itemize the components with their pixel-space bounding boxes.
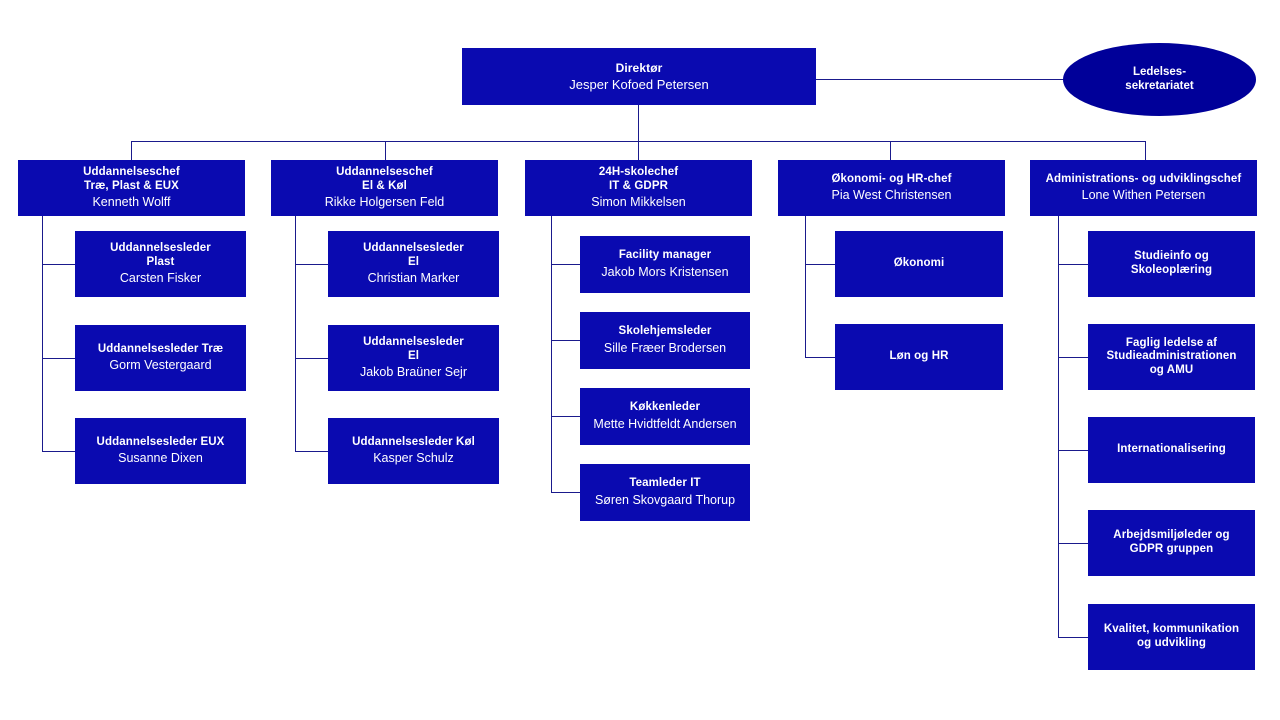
- node-arbejdsmiljoleder-og-gdpr-gruppen[interactable]: Arbejdsmiljøleder og GDPR gruppen: [1088, 510, 1255, 576]
- node-uddannelseschef-trae-plast-eux[interactable]: Uddannelseschef Træ, Plast & EUX Kenneth…: [18, 160, 245, 216]
- node-internationalisering[interactable]: Internationalisering: [1088, 417, 1255, 483]
- node-kokkenleder[interactable]: Køkkenleder Mette Hvidtfeldt Andersen: [580, 388, 750, 445]
- node-person: Christian Marker: [367, 271, 460, 286]
- node-uddannelsesleder-plast[interactable]: Uddannelsesleder Plast Carsten Fisker: [75, 231, 246, 297]
- node-studieinfo-og-skoleoplaering[interactable]: Studieinfo og Skoleoplæring: [1088, 231, 1255, 297]
- connector-stub-col-2-child-2: [551, 416, 580, 417]
- ellipse-label: Ledelses- sekretariatet: [1125, 65, 1194, 92]
- node-person: Jakob Mors Kristensen: [601, 264, 729, 279]
- connector-stub-col-0-child-1: [42, 358, 75, 359]
- node-title: Administrations- og udviklingschef: [1045, 172, 1242, 185]
- node-kvalitet-kommunikation-og-udvikling[interactable]: Kvalitet, kommunikation og udvikling: [1088, 604, 1255, 670]
- node-person: Jesper Kofoed Petersen: [569, 76, 709, 92]
- connector-stub-col-1-child-0: [295, 264, 328, 265]
- node-person: Pia West Christensen: [831, 188, 952, 203]
- connector-drop-col-2: [638, 141, 639, 161]
- node-title: Teamleder IT: [629, 477, 701, 490]
- node-administrations-og-udviklingschef[interactable]: Administrations- og udviklingschef Lone …: [1030, 160, 1257, 216]
- connector-drop-col-1: [385, 141, 386, 161]
- node-person: Carsten Fisker: [119, 271, 202, 286]
- node-title: Skolehjemsleder: [618, 325, 712, 338]
- node-title: Faglig ledelse af Studieadministrationen…: [1106, 336, 1237, 376]
- node-title: Køkkenleder: [629, 401, 701, 414]
- node-person: Mette Hvidtfeldt Andersen: [593, 416, 737, 431]
- node-person: Kasper Schulz: [373, 451, 454, 466]
- connector-stub-col-4-child-2: [1058, 450, 1088, 451]
- connector-stub-col-2-child-1: [551, 340, 580, 341]
- node-title: Uddannelsesleder Plast: [110, 242, 211, 268]
- node-uddannelsesleder-kol[interactable]: Uddannelsesleder Køl Kasper Schulz: [328, 418, 499, 484]
- node-title: Uddannelseschef Træ, Plast & EUX: [83, 166, 180, 192]
- connector-spine-col-1: [295, 216, 296, 451]
- node-title: Uddannelseschef El & Køl: [336, 166, 433, 192]
- node-title: Uddannelsesleder Træ: [97, 342, 224, 355]
- node-title: Arbejdsmiljøleder og GDPR gruppen: [1113, 529, 1230, 555]
- node-person: Søren Skovgaard Thorup: [594, 492, 736, 507]
- node-uddannelsesleder-el-1[interactable]: Uddannelsesleder El Christian Marker: [328, 231, 499, 297]
- connector-root-stem: [638, 105, 639, 142]
- node-title: Internationalisering: [1117, 443, 1226, 456]
- node-title: Facility manager: [618, 249, 712, 262]
- node-uddannelsesleder-el-2[interactable]: Uddannelsesleder El Jakob Braüner Sejr: [328, 325, 499, 391]
- node-faglig-ledelse-studieadministrationen-amu[interactable]: Faglig ledelse af Studieadministrationen…: [1088, 324, 1255, 390]
- node-person: Sille Fræer Brodersen: [603, 340, 727, 355]
- connector-spine-col-4: [1058, 216, 1059, 637]
- node-title: Økonomi: [893, 257, 945, 270]
- node-person: Lone Withen Petersen: [1081, 188, 1206, 203]
- connector-stub-col-3-child-1: [805, 357, 835, 358]
- connector-stub-col-2-child-0: [551, 264, 580, 265]
- connector-spine-col-3: [805, 216, 806, 357]
- node-facility-manager[interactable]: Facility manager Jakob Mors Kristensen: [580, 236, 750, 293]
- connector-root-to-staff: [816, 79, 1064, 80]
- node-person: Jakob Braüner Sejr: [359, 365, 467, 380]
- node-person: Simon Mikkelsen: [591, 195, 686, 210]
- connector-stub-col-0-child-2: [42, 451, 75, 452]
- node-title: Uddannelsesleder Køl: [352, 435, 475, 448]
- node-person: Kenneth Wolff: [92, 195, 171, 210]
- connector-drop-col-4: [1145, 141, 1146, 161]
- connector-stub-col-4-child-4: [1058, 637, 1088, 638]
- node-title: Uddannelsesleder EUX: [96, 435, 225, 448]
- node-title: Kvalitet, kommunikation og udvikling: [1103, 623, 1240, 649]
- node-direktor[interactable]: Direktør Jesper Kofoed Petersen: [462, 48, 816, 105]
- connector-stub-col-1-child-2: [295, 451, 328, 452]
- node-title: Løn og HR: [889, 350, 949, 363]
- connector-stub-col-4-child-0: [1058, 264, 1088, 265]
- node-uddannelsesleder-eux[interactable]: Uddannelsesleder EUX Susanne Dixen: [75, 418, 246, 484]
- node-title: Økonomi- og HR-chef: [831, 172, 952, 185]
- node-skolehjemsleder[interactable]: Skolehjemsleder Sille Fræer Brodersen: [580, 312, 750, 369]
- node-title: 24H-skolechef IT & GDPR: [598, 166, 679, 192]
- node-lon-og-hr[interactable]: Løn og HR: [835, 324, 1003, 390]
- connector-stub-col-3-child-0: [805, 264, 835, 265]
- node-person: Susanne Dixen: [118, 451, 203, 466]
- connector-spine-col-2: [551, 216, 552, 493]
- connector-stub-col-4-child-3: [1058, 543, 1088, 544]
- connector-drop-col-0: [131, 141, 132, 161]
- node-24h-skolechef-it-gdpr[interactable]: 24H-skolechef IT & GDPR Simon Mikkelsen: [525, 160, 752, 216]
- node-okonomi[interactable]: Økonomi: [835, 231, 1003, 297]
- node-okonomi-og-hr-chef[interactable]: Økonomi- og HR-chef Pia West Christensen: [778, 160, 1005, 216]
- node-person: Gorm Vestergaard: [109, 358, 212, 373]
- node-title: Direktør: [615, 60, 663, 75]
- node-title: Studieinfo og Skoleoplæring: [1130, 250, 1213, 276]
- node-teamleder-it[interactable]: Teamleder IT Søren Skovgaard Thorup: [580, 464, 750, 521]
- connector-stub-col-2-child-3: [551, 492, 580, 493]
- node-person: Rikke Holgersen Feld: [324, 195, 445, 210]
- node-title: Uddannelsesleder El: [363, 242, 464, 268]
- node-uddannelseschef-el-kol[interactable]: Uddannelseschef El & Køl Rikke Holgersen…: [271, 160, 498, 216]
- connector-stub-col-4-child-1: [1058, 357, 1088, 358]
- connector-spine-col-0: [42, 216, 43, 451]
- connector-stub-col-1-child-1: [295, 358, 328, 359]
- connector-stub-col-0-child-0: [42, 264, 75, 265]
- node-ledelsessekretariatet[interactable]: Ledelses- sekretariatet: [1063, 43, 1256, 116]
- node-uddannelsesleder-trae[interactable]: Uddannelsesleder Træ Gorm Vestergaard: [75, 325, 246, 391]
- connector-drop-col-3: [890, 141, 891, 161]
- node-title: Uddannelsesleder El: [363, 336, 464, 362]
